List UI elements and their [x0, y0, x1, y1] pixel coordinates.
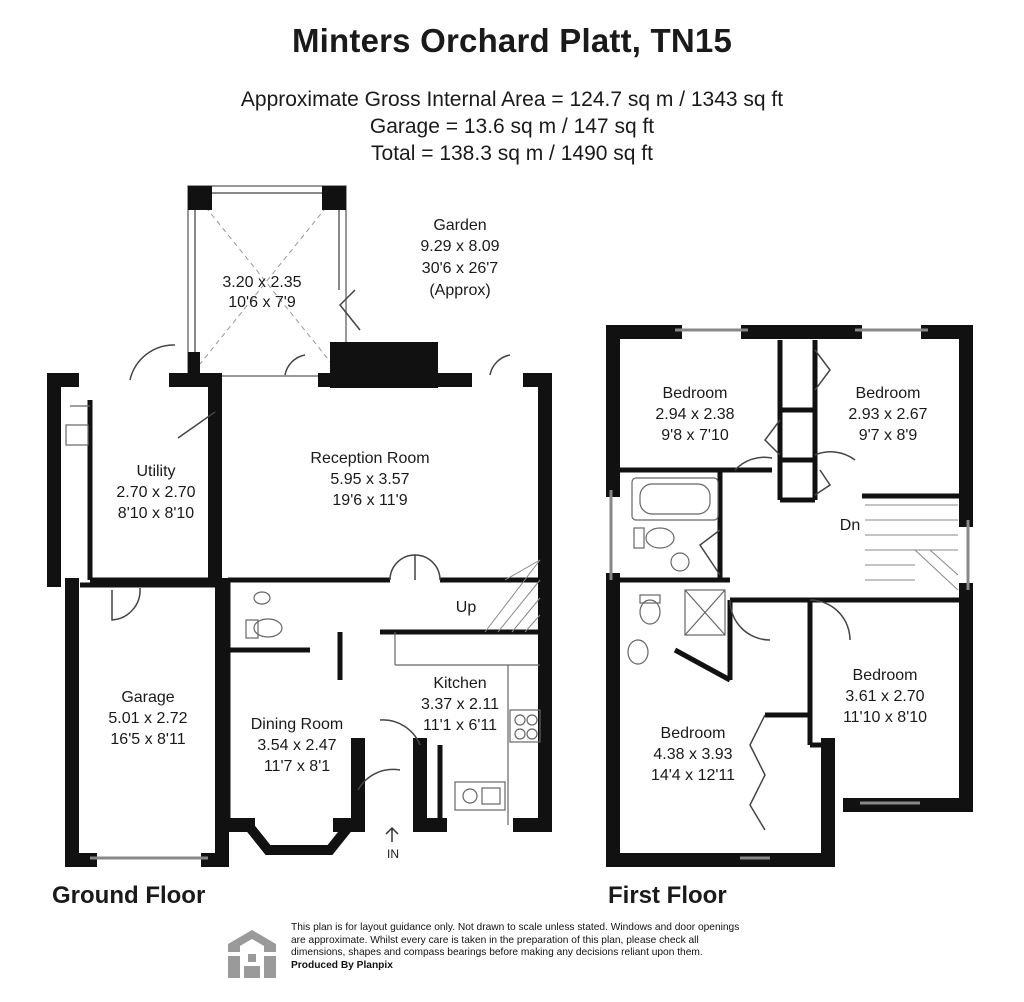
- entrance-label: IN: [387, 847, 399, 861]
- bedroom-3-metric: 3.61 x 2.70: [845, 688, 924, 705]
- disclaimer-text: This plan is for layout guidance only. N…: [291, 922, 811, 972]
- conservatory-imperial: 10'6 x 7'9: [228, 294, 296, 311]
- first-floor-fixtures: [627, 477, 726, 665]
- kitchen-name: Kitchen: [433, 675, 486, 692]
- ground-floor-label: Ground Floor: [52, 882, 206, 909]
- entrance-arrow-icon: [385, 826, 399, 842]
- utility-metric: 2.70 x 2.70: [116, 484, 195, 501]
- garage-area-line: Garage = 13.6 sq m / 147 sq ft: [369, 115, 655, 138]
- room-labels: 3.20 x 2.35 10'6 x 7'9 Garden 9.29 x 8.0…: [108, 217, 927, 861]
- ground-floor-stairs: [484, 559, 541, 633]
- reception-name: Reception Room: [310, 450, 429, 467]
- reception-metric: 5.95 x 3.57: [330, 471, 409, 488]
- ground-floor-inner-walls: [80, 400, 540, 825]
- garden-note: (Approx): [429, 282, 490, 299]
- bedroom-2-name: Bedroom: [856, 385, 921, 402]
- first-floor-stairs: [865, 504, 959, 591]
- disclaimer-line-2: are approximate. Whilst every care is ta…: [291, 934, 699, 946]
- utility-name: Utility: [136, 463, 175, 480]
- garden-name: Garden: [433, 217, 486, 234]
- bedroom-1-name: Bedroom: [663, 385, 728, 402]
- gross-area-line: Approximate Gross Internal Area = 124.7 …: [240, 88, 784, 111]
- disclaimer-line-3: dimensions, shapes and compass bearings …: [291, 947, 703, 959]
- bedroom-2-metric: 2.93 x 2.67: [848, 406, 927, 423]
- ground-floor-walls: [47, 373, 552, 867]
- produced-by: Produced By Planpix: [291, 959, 393, 971]
- total-area-line: Total = 138.3 sq m / 1490 sq ft: [371, 142, 653, 165]
- bedroom-4-name: Bedroom: [661, 725, 726, 742]
- dining-imperial: 11'7 x 8'1: [264, 758, 330, 775]
- bedroom-4-imperial: 14'4 x 12'11: [651, 767, 735, 784]
- disclaimer-line-1: This plan is for layout guidance only. N…: [291, 922, 740, 933]
- conservatory-outline: [187, 185, 347, 377]
- first-floor-label: First Floor: [608, 882, 727, 909]
- garage-metric: 5.01 x 2.72: [108, 710, 187, 727]
- bedroom-3-name: Bedroom: [853, 667, 918, 684]
- ground-floor-plan: [47, 185, 552, 867]
- planpix-logo-icon: [228, 930, 276, 978]
- reception-imperial: 19'6 x 11'9: [332, 492, 407, 509]
- ground-floor-doors: [111, 289, 511, 791]
- kitchen-imperial: 11'1 x 6'11: [423, 717, 497, 734]
- first-floor-plan: [606, 325, 973, 867]
- dining-name: Dining Room: [251, 716, 343, 733]
- garage-name: Garage: [121, 689, 174, 706]
- bedroom-2-imperial: 9'7 x 8'9: [859, 427, 918, 444]
- garden-metric: 9.29 x 8.09: [420, 238, 499, 255]
- area-summary: Approximate Gross Internal Area = 124.7 …: [0, 86, 1024, 167]
- ground-floor-fixtures: [65, 405, 541, 825]
- bedroom-1-imperial: 9'8 x 7'10: [661, 427, 729, 444]
- first-floor-doors: [698, 349, 856, 831]
- ground-stairs-label: Up: [456, 599, 477, 616]
- bedroom-4-metric: 4.38 x 3.93: [653, 746, 732, 763]
- plan-title: Minters Orchard Platt, TN15: [291, 22, 732, 59]
- first-stairs-label: Dn: [840, 517, 860, 534]
- first-floor-windows: [609, 328, 970, 860]
- kitchen-metric: 3.37 x 2.11: [421, 696, 499, 713]
- utility-imperial: 8'10 x 8'10: [118, 505, 194, 522]
- bedroom-1-metric: 2.94 x 2.38: [655, 406, 734, 423]
- conservatory-metric: 3.20 x 2.35: [222, 274, 301, 291]
- dining-bay-window: [244, 821, 354, 855]
- garage-imperial: 16'5 x 8'11: [110, 731, 185, 748]
- dining-metric: 3.54 x 2.47: [257, 737, 336, 754]
- bedroom-3-imperial: 11'10 x 8'10: [843, 709, 927, 726]
- first-floor-walls: [606, 325, 973, 867]
- garden-imperial: 30'6 x 26'7: [422, 260, 498, 277]
